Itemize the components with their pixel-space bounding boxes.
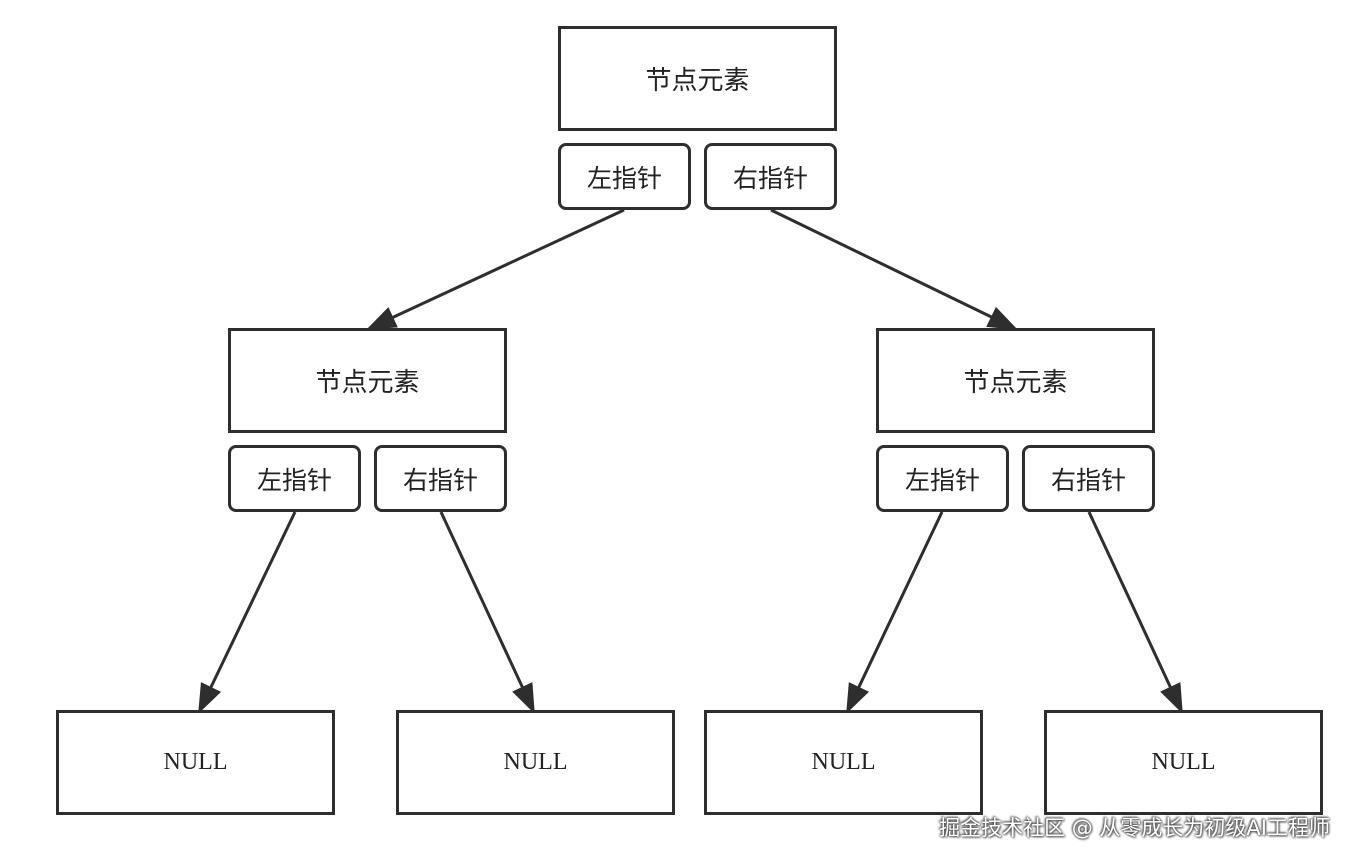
left-child-node-element-label: 节点元素 [315, 368, 420, 398]
right-child-left-pointer: 左指针 [876, 445, 1009, 512]
null-leaf-1-label: NULL [163, 749, 228, 775]
left-child-left-pointer-label: 左指针 [256, 465, 332, 495]
edge-right-right-arrowhead [1160, 682, 1183, 714]
watermark-text: 掘金技术社区 @ 从零成长为初级AI工程师 [939, 816, 1330, 840]
edge-root-left-arrowhead [366, 307, 398, 330]
right-child-right-pointer: 右指针 [1022, 445, 1155, 512]
root-right-pointer: 右指针 [704, 143, 837, 210]
edge-right-left-arrowhead [846, 682, 870, 714]
root-right-pointer-label: 右指针 [732, 163, 808, 193]
left-child-left-pointer: 左指针 [228, 445, 361, 512]
edge-left-right-arrowhead [512, 682, 535, 714]
edge-right-right-line [1087, 511, 1173, 689]
edge-left-left-line [209, 511, 297, 690]
null-leaf-2-label: NULL [503, 749, 568, 775]
left-child-right-pointer-label: 右指针 [402, 465, 478, 495]
right-child-right-pointer-label: 右指针 [1050, 465, 1126, 495]
edge-left-left-arrowhead [198, 682, 222, 714]
null-leaf-2: NULL [396, 710, 675, 815]
edge-left-right-line [439, 511, 525, 689]
null-leaf-4: NULL [1044, 710, 1323, 815]
root-node-element-label: 节点元素 [645, 66, 750, 96]
root-left-pointer-label: 左指针 [586, 163, 662, 193]
edge-right-left-line [856, 511, 944, 689]
root-left-pointer: 左指针 [558, 143, 691, 210]
left-child-node-element: 节点元素 [228, 328, 507, 433]
null-leaf-1: NULL [56, 710, 335, 815]
null-leaf-3: NULL [704, 710, 983, 815]
right-child-node-element: 节点元素 [876, 328, 1155, 433]
right-child-node-element-label: 节点元素 [963, 368, 1068, 398]
left-child-right-pointer: 右指针 [374, 445, 507, 512]
edge-root-left-line [391, 208, 625, 320]
edge-root-right-arrowhead [986, 306, 1018, 330]
right-child-left-pointer-label: 左指针 [904, 465, 980, 495]
null-leaf-3-label: NULL [811, 749, 876, 775]
null-leaf-4-label: NULL [1151, 749, 1216, 775]
edge-root-right-line [770, 208, 994, 319]
root-node-element: 节点元素 [558, 26, 837, 131]
